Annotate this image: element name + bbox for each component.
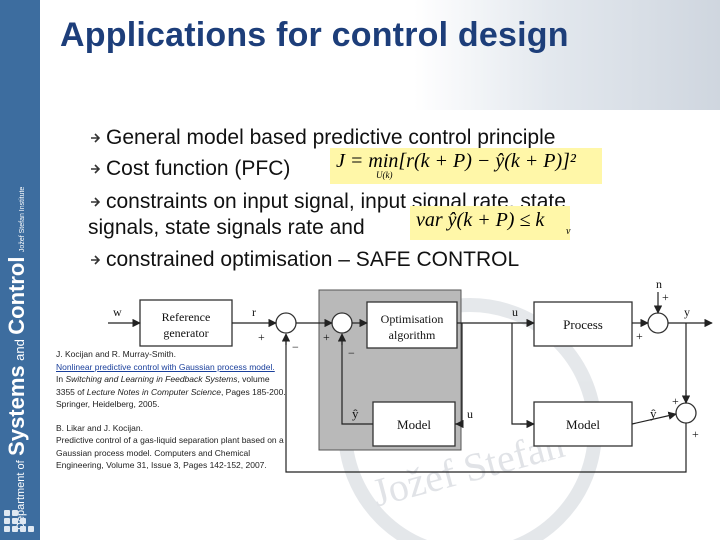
process-label: Process xyxy=(563,317,603,332)
ref1-in: In xyxy=(56,374,64,384)
ref2-text: Predictive control of a gas-liquid separ… xyxy=(56,435,284,470)
arrow-bullet-icon xyxy=(90,126,101,143)
cost-function-formula: J = min[r(k + P) − ŷ(k + P)]² U(k) xyxy=(330,148,602,184)
sign-plus: + xyxy=(323,330,330,344)
reference-2: B. Likar and J. Kocijan. Predictive cont… xyxy=(56,422,286,472)
inner-model-label: Model xyxy=(397,417,431,432)
process-block xyxy=(533,301,633,347)
reference-generator-block xyxy=(139,299,233,347)
inner-model-block xyxy=(372,401,456,447)
ref1-book: Switching and Learning in Feedback Syste… xyxy=(65,374,238,384)
signal-yhat-outer-label: ŷ xyxy=(650,406,657,421)
ref1-series: Lecture Notes in Computer Science xyxy=(86,386,221,397)
reference-1: J. Kocijan and R. Murray-Smith. Nonlinea… xyxy=(56,348,286,411)
bullet-text: General model based predictive control p… xyxy=(106,126,556,149)
reference-generator-label-2: generator xyxy=(163,326,208,340)
sign-plus: + xyxy=(636,329,643,343)
ref2-authors: B. Likar and J. Kocijan. xyxy=(56,422,143,433)
outer-model-label: Model xyxy=(566,417,600,432)
constraint-formula-subscript: v xyxy=(566,226,571,237)
slide-title: Applications for control design xyxy=(60,16,569,54)
arrow-bullet-icon xyxy=(90,190,101,207)
outer-model-block xyxy=(533,401,633,447)
constraint-formula: var ŷ(k + P) ≤ k v xyxy=(410,206,570,240)
ref1-volume: , volume 3355 of xyxy=(56,374,270,397)
arrow-bullet-icon xyxy=(90,157,101,174)
cost-formula-subscript: U(k) xyxy=(376,170,393,180)
optimisation-label-1: Optimisation xyxy=(381,312,444,326)
ref1-rest: , Pages 185-200. Springer, Heidelberg, 2… xyxy=(56,386,286,410)
bullet-text: Cost function (PFC) xyxy=(106,157,291,180)
sign-plus: + xyxy=(662,290,669,304)
ref1-authors: J. Kocijan and R. Murray-Smith. xyxy=(56,349,176,359)
bullet-item: constrained optimisation – SAFE CONTROL xyxy=(90,248,519,272)
bullet-text: constrained optimisation – SAFE CONTROL xyxy=(106,248,520,271)
sign-minus: − xyxy=(348,346,355,360)
sign-minus: − xyxy=(292,340,299,354)
signal-r-label: r xyxy=(252,305,256,319)
cost-formula-text: J = min[r(k + P) − ŷ(k + P)]² xyxy=(336,150,576,172)
sum-junction-2 xyxy=(331,312,353,334)
bullet-item: General model based predictive control p… xyxy=(90,126,555,150)
signal-y-label: y xyxy=(684,305,690,319)
signal-u-mid-label: u xyxy=(467,407,473,421)
sign-plus: + xyxy=(258,330,265,344)
signal-u-top-label: u xyxy=(512,305,518,319)
optimisation-label-2: algorithm xyxy=(389,328,436,342)
reference-generator-label-1: Reference xyxy=(162,310,211,324)
arrow-bullet-icon xyxy=(90,248,101,265)
dots-logo-icon xyxy=(2,508,38,538)
header-band xyxy=(40,0,720,110)
bullet-text: signals, state signals rate and xyxy=(88,216,365,239)
bullet-continuation: signals, state signals rate and xyxy=(88,216,365,240)
signal-yhat-inner-label: ŷ xyxy=(352,406,359,421)
references-block: J. Kocijan and R. Murray-Smith. Nonlinea… xyxy=(56,348,286,472)
signal-n-label: n xyxy=(656,277,662,291)
signal-w-label: w xyxy=(113,305,122,319)
sign-plus: + xyxy=(672,394,679,408)
bullet-item: Cost function (PFC) xyxy=(90,157,290,181)
constraint-formula-text: var ŷ(k + P) ≤ k xyxy=(416,209,545,231)
sidebar-banner: Department of Systems and Control Jožef … xyxy=(0,0,40,540)
sign-plus: + xyxy=(692,427,699,441)
ref1-title-link[interactable]: Nonlinear predictive control with Gaussi… xyxy=(56,361,275,372)
sum-junction-model xyxy=(675,402,697,424)
sum-junction-1 xyxy=(275,312,297,334)
sum-junction-output xyxy=(647,312,669,334)
